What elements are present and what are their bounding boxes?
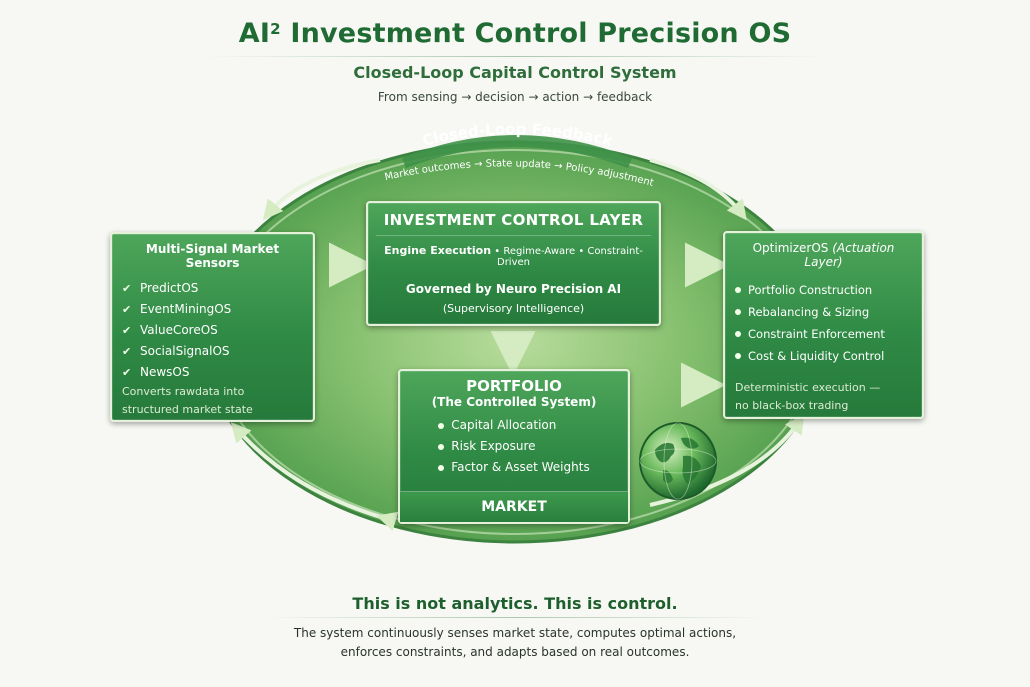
list-item: Factor & Asset Weights	[438, 457, 590, 478]
list-item: Portfolio Construction	[735, 279, 912, 301]
dot-icon	[735, 309, 741, 315]
optimizer-note: Deterministic execution — no black-box t…	[735, 381, 881, 412]
dot-icon	[735, 353, 741, 359]
list-item: Rebalancing & Sizing	[735, 301, 912, 323]
list-item: ✔PredictOS	[122, 278, 303, 299]
page-subtitle: Closed-Loop Capital Control System	[353, 63, 677, 82]
list-item: Constraint Enforcement	[735, 323, 912, 345]
control-title: INVESTMENT CONTROL LAYER	[376, 211, 651, 236]
page-tagline: From sensing → decision → action → feedb…	[377, 90, 653, 104]
dot-icon	[438, 422, 445, 429]
footer-description: The system continuously senses market st…	[293, 626, 737, 659]
check-icon: ✔	[122, 303, 132, 316]
governed-line: Governed by Neuro Precision AI	[405, 282, 622, 296]
dot-icon	[735, 331, 741, 337]
list-item: ✔EventMiningOS	[122, 299, 303, 320]
optimizer-title: OptimizerOS (Actuation Layer)	[752, 241, 895, 269]
optimizer-list: Portfolio Construction Rebalancing & Siz…	[735, 279, 912, 367]
sensors-list: ✔PredictOS ✔EventMiningOS ✔ValueCoreOS ✔…	[122, 278, 303, 383]
globe-icon	[639, 422, 717, 500]
sensors-title: Multi-Signal Market Sensors	[145, 242, 280, 270]
list-item: Cost & Liquidity Control	[735, 345, 912, 367]
supervisory-line: (Supervisory Intelligence)	[442, 302, 585, 315]
loop-banner	[402, 135, 632, 168]
engine-line: Engine Execution • Regime-Aware • Constr…	[384, 244, 643, 268]
portfolio-title: PORTFOLIO	[466, 377, 562, 395]
check-icon: ✔	[122, 324, 132, 337]
list-item: Risk Exposure	[438, 436, 589, 457]
footer-headline: This is not analytics. This is control.	[352, 594, 678, 613]
portfolio-subtitle: (The Controlled System)	[431, 395, 597, 409]
feedback-arc-right	[649, 158, 747, 221]
check-icon: ✔	[122, 366, 132, 379]
optimizer-box: OptimizerOS (Actuation Layer) Portfolio …	[723, 231, 924, 419]
check-icon: ✔	[122, 282, 132, 295]
title-divider	[200, 56, 830, 57]
list-item: ✔SocialSignalOS	[122, 341, 303, 362]
dot-icon	[735, 287, 741, 293]
sensors-note: Converts rawdata into structured market …	[122, 385, 253, 416]
portfolio-list: Capital Allocation Risk Exposure Factor …	[438, 415, 590, 478]
feedback-arc-bottom-left	[230, 421, 399, 532]
list-item: ✔ValueCoreOS	[122, 320, 303, 341]
page-title: AI2 Investment Control Precision OS	[238, 18, 792, 49]
check-icon: ✔	[122, 345, 132, 358]
feedback-arc-left	[262, 158, 381, 221]
list-item: ✔NewsOS	[122, 362, 303, 383]
portfolio-box: PORTFOLIO (The Controlled System) Capita…	[398, 369, 630, 524]
market-bar: MARKET	[400, 491, 628, 522]
dot-icon	[438, 464, 445, 471]
sensors-box: Multi-Signal Market Sensors ✔PredictOS ✔…	[110, 232, 315, 422]
footer-divider	[260, 617, 770, 618]
control-layer-box: INVESTMENT CONTROL LAYER Engine Executio…	[366, 201, 661, 326]
list-item: Capital Allocation	[438, 415, 589, 436]
dot-icon	[438, 443, 445, 450]
